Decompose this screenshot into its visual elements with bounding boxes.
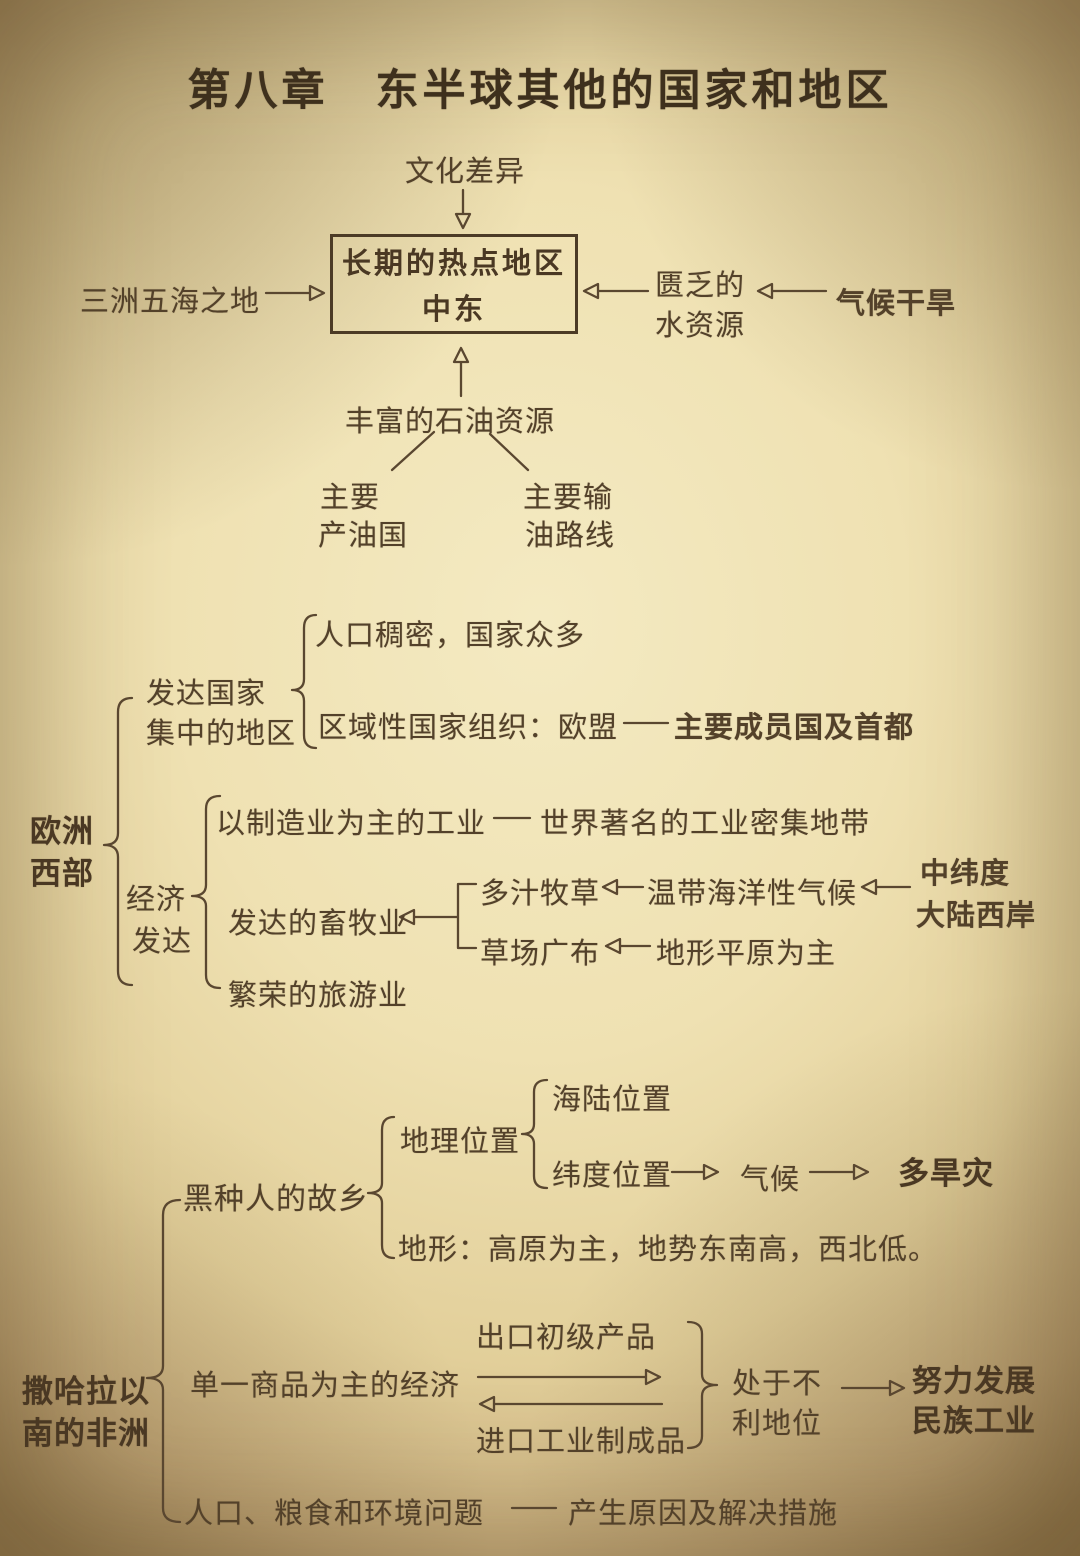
arrow-culture-to-box	[454, 188, 472, 230]
brace-homeland	[366, 1115, 396, 1260]
node-single-commodity-economy: 单一商品为主的经济	[190, 1368, 461, 1402]
node-droughts: 多旱灾	[898, 1156, 994, 1192]
node-arid-climate: 气候干旱	[836, 286, 957, 320]
node-western-europe-line2: 西部	[30, 856, 94, 892]
node-manufacturing: 以制造业为主的工业	[216, 806, 487, 840]
node-developed-area-line2: 集中的地区	[146, 716, 297, 750]
brace-sub-saharan-africa	[145, 1198, 182, 1524]
node-scarce-water-line1: 匮乏的	[655, 268, 746, 302]
arrow-disadvantage-to-develop	[840, 1379, 906, 1397]
node-developed-economy-line1: 经济	[126, 882, 187, 916]
arrow-latitude-to-climate	[670, 1163, 720, 1181]
node-solutions: 产生原因及解决措施	[568, 1496, 839, 1530]
arrow-location-to-box	[264, 284, 326, 302]
node-west-coast-line2: 大陆西岸	[916, 898, 1037, 932]
node-west-coast-line1: 中纬度	[920, 856, 1011, 890]
node-rich-oil: 丰富的石油资源	[345, 404, 556, 438]
arrow-plain-to-grassland	[604, 937, 652, 955]
arrow-climate-to-water	[756, 282, 828, 300]
node-africa-climate: 气候	[740, 1162, 801, 1196]
node-maritime-climate: 温带海洋性气候	[647, 876, 858, 910]
node-oil-routes-line2: 油路线	[525, 518, 616, 552]
node-develop-industry-line1: 努力发展	[912, 1364, 1036, 1399]
node-dense-population: 人口稠密，国家众多	[315, 618, 586, 652]
node-sea-land-position: 海陆位置	[552, 1082, 673, 1116]
node-sub-saharan-africa-line2: 南的非洲	[22, 1416, 150, 1452]
brace-geographic-position	[520, 1078, 549, 1190]
node-homeland: 黑种人的故乡	[183, 1182, 369, 1217]
node-import-manufactured: 进口工业制成品	[476, 1424, 687, 1458]
node-latitude-position: 纬度位置	[552, 1158, 673, 1192]
node-three-continents-five-seas: 三洲五海之地	[80, 284, 261, 318]
hotspot-box-line1: 长期的热点地区	[341, 246, 566, 280]
node-hotspot-middle-east-box: 长期的热点地区 中东	[330, 234, 578, 334]
arrow-coast-to-climate	[860, 878, 912, 896]
node-oil-producers-line1: 主要	[320, 480, 381, 514]
arrow-economy-export	[476, 1368, 662, 1386]
node-oil-routes-line1: 主要输	[523, 480, 614, 514]
node-plain-terrain: 地形平原为主	[656, 936, 837, 970]
brace-western-europe	[102, 696, 134, 987]
brace-trade	[686, 1320, 719, 1450]
node-culture-difference: 文化差异	[405, 154, 526, 188]
node-org-members: 主要成员国及首都	[674, 710, 915, 744]
arrow-climate-to-droughts	[808, 1163, 870, 1181]
arrow-oil-to-box	[452, 346, 470, 398]
arrow-bracket-to-husbandry	[398, 882, 478, 950]
node-tourism: 繁荣的旅游业	[228, 978, 409, 1012]
arrow-import-economy	[478, 1395, 664, 1413]
node-africa-terrain: 地形：高原为主，地势东南高，西北低。	[398, 1232, 939, 1266]
node-scarce-water-line2: 水资源	[655, 308, 746, 342]
node-juicy-pasture: 多汁牧草	[480, 876, 601, 910]
node-sub-saharan-africa-line1: 撒哈拉以	[22, 1374, 150, 1410]
node-developed-area-line1: 发达国家	[146, 676, 267, 710]
node-regional-org: 区域性国家组织：欧盟	[318, 710, 619, 744]
node-develop-industry-line2: 民族工业	[912, 1404, 1036, 1439]
node-problems: 人口、粮食和环境问题	[184, 1496, 485, 1530]
page-title: 第八章 东半球其他的国家和地区	[187, 66, 893, 116]
node-export-primary: 出口初级产品	[476, 1320, 657, 1354]
node-geographic-position: 地理位置	[400, 1124, 521, 1158]
node-oil-producers-line2: 产油国	[318, 518, 409, 552]
node-husbandry: 发达的畜牧业	[228, 906, 409, 940]
arrow-water-to-box	[582, 282, 650, 300]
node-disadvantage-line2: 利地位	[732, 1406, 823, 1440]
node-industrial-zone: 世界著名的工业密集地带	[540, 806, 871, 840]
node-developed-economy-line2: 发达	[132, 924, 193, 958]
hotspot-box-line2: 中东	[421, 292, 486, 326]
node-disadvantage-line1: 处于不	[732, 1366, 823, 1400]
node-grassland: 草场广布	[480, 936, 601, 970]
arrow-climate-to-pasture	[601, 878, 645, 896]
node-western-europe-line1: 欧洲	[30, 814, 94, 850]
